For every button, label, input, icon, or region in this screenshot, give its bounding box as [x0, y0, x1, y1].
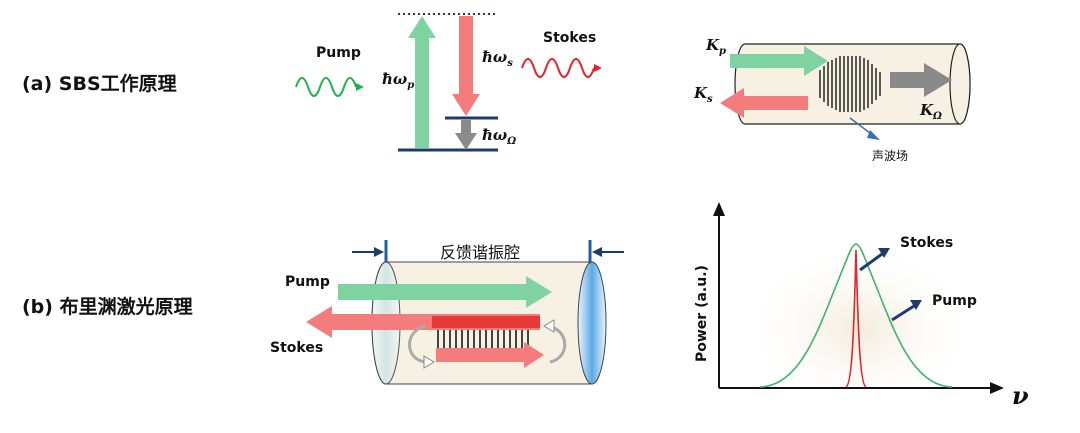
fiber-end-face: [949, 43, 971, 125]
cavity-diagram: 反馈谐振腔: [270, 240, 624, 385]
cavity-right-mirror: [577, 261, 607, 385]
pump-wave-label: Pump: [316, 45, 361, 61]
y-axis-arrowhead: [713, 202, 725, 216]
panel-b-label: (b) 布里渊激光原理: [22, 295, 193, 318]
spectrum-stokes-label: Stokes: [900, 235, 953, 251]
y-axis-label: Power (a.u.): [694, 265, 710, 362]
left-feedback-arrowhead: [423, 355, 435, 369]
stokes-wave: [521, 58, 595, 78]
acoustic-pointer-head: [867, 130, 880, 140]
kp-label: Kp: [705, 36, 726, 57]
fiber-diagram: Kp Ks KΩ 声波场: [693, 36, 971, 163]
stokes-wave-label: Stokes: [543, 30, 596, 46]
pump-wave-arrowhead: [356, 83, 364, 91]
pump-photon-arrow: [408, 16, 436, 148]
right-feedback-arrowhead: [543, 319, 555, 333]
pump-wave: [295, 77, 357, 97]
stokes-wave-arrowhead: [594, 64, 602, 72]
fiber-pump-arrow: [730, 46, 828, 76]
pump-spectrum-curve: [759, 243, 953, 388]
spectrum-pump-label: Pump: [932, 293, 977, 309]
cavity-pump-arrow: [338, 276, 552, 308]
fiber-stokes-arrow: [720, 88, 808, 118]
stokes-energy-label: ħωs: [482, 48, 513, 69]
x-axis-arrowhead: [990, 382, 1004, 394]
x-axis-label: ν: [1012, 381, 1029, 410]
cavity-pump-label: Pump: [285, 274, 330, 290]
left-feedback-arrow: [408, 324, 427, 364]
stokes-photon-arrow: [452, 16, 480, 116]
cavity-left-arrow-head: [374, 247, 384, 257]
komega-label: KΩ: [919, 101, 942, 122]
panel-a-label: (a) SBS工作原理: [22, 72, 177, 95]
cavity-right-arrow-head: [592, 247, 602, 257]
acoustic-field-label: 声波场: [872, 149, 908, 163]
energy-level-diagram: ħωp ħωs ħωΩ Pump Stokes: [295, 13, 602, 152]
cavity-circulating-arrow: [436, 342, 544, 368]
phonon-energy-label: ħωΩ: [482, 126, 516, 147]
cavity-stokes-gain: [432, 316, 540, 328]
ks-label: Ks: [693, 84, 713, 105]
stokes-pointer-head: [878, 248, 890, 258]
cavity-stokes-label: Stokes: [270, 340, 323, 356]
pump-energy-label: ħωp: [382, 70, 414, 91]
pump-pointer-line: [891, 304, 915, 322]
spectrum-glow: [760, 240, 960, 388]
stokes-pointer-line: [859, 252, 883, 272]
pump-pointer-head: [910, 300, 922, 310]
spectrum-plot: Stokes Pump Power (a.u.) ν: [694, 202, 1029, 410]
cavity-title: 反馈谐振腔: [440, 243, 520, 262]
stokes-spectrum-curve: [845, 249, 867, 388]
acoustic-grating: [819, 56, 881, 112]
fiber-acoustic-arrow: [890, 63, 952, 97]
phonon-arrow: [455, 120, 477, 150]
